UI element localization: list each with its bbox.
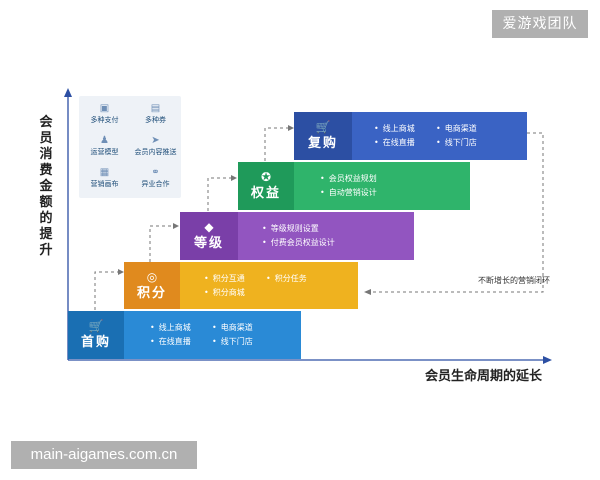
coin-icon: ◎ bbox=[146, 269, 158, 284]
step-item: 会员权益规划 bbox=[320, 172, 382, 186]
step-label-block: 🛒 复购 bbox=[294, 112, 352, 160]
y-axis-arrow bbox=[64, 88, 72, 97]
watermark-bottom: main-aigames.com.cn bbox=[11, 441, 197, 469]
cart-icon: 🛒 bbox=[315, 120, 331, 134]
feature-item: ▦ 营销画布 bbox=[79, 168, 130, 189]
y-axis-title: 会员消费金额的提升 bbox=[39, 115, 53, 258]
feature-item: ▤ 多种券 bbox=[130, 104, 181, 125]
step-name: 积分 bbox=[136, 285, 167, 301]
step-label-block: ◎ 积分 bbox=[124, 262, 180, 309]
step-repurchase: 🛒 复购 线上商城 电商渠道 在线直播 线下门店 bbox=[294, 112, 527, 160]
canvas-icon: ▦ bbox=[99, 167, 110, 178]
x-axis-arrow bbox=[543, 356, 552, 364]
feature-label: 运营模型 bbox=[90, 148, 119, 156]
feature-item: ▣ 多种支付 bbox=[79, 104, 130, 125]
step-first-purchase: 🛒 首购 线上商城 电商渠道 在线直播 线下门店 bbox=[68, 311, 301, 359]
step-label-block: 🛒 首购 bbox=[68, 311, 124, 359]
step-name: 权益 bbox=[250, 186, 281, 201]
step-items: 等级规则设置 付费会员权益设计 bbox=[262, 212, 335, 260]
step-name: 等级 bbox=[193, 236, 224, 251]
connector-3 bbox=[207, 177, 231, 211]
step-items: 线上商城 电商渠道 在线直播 线下门店 bbox=[150, 311, 274, 359]
step-item: 电商渠道 bbox=[436, 122, 498, 136]
link-icon: ⚭ bbox=[151, 167, 160, 178]
loop-connector bbox=[370, 132, 544, 293]
step-item: 在线直播 bbox=[150, 335, 212, 349]
step-name: 首购 bbox=[80, 335, 111, 350]
step-items: 会员权益规划 自动营销设计 bbox=[320, 162, 382, 210]
feature-label: 异业合作 bbox=[141, 180, 170, 188]
step-item: 线下门店 bbox=[212, 335, 274, 349]
step-item: 在线直播 bbox=[374, 136, 436, 150]
people-icon: ♟ bbox=[100, 135, 109, 146]
feature-label: 多种支付 bbox=[90, 116, 119, 124]
wallet-icon: ▣ bbox=[99, 103, 110, 114]
loop-label: 不断增长的营销闭环 bbox=[478, 276, 550, 285]
step-item: 积分商城 bbox=[204, 286, 266, 300]
coupon-icon: ▤ bbox=[150, 103, 161, 114]
step-level: ◆ 等级 等级规则设置 付费会员权益设计 bbox=[180, 212, 414, 260]
step-item: 积分任务 bbox=[266, 272, 328, 286]
connector-4 bbox=[264, 127, 288, 161]
feature-label: 营销画布 bbox=[90, 180, 119, 188]
step-label-block: ◆ 等级 bbox=[180, 212, 238, 260]
feature-label: 多种券 bbox=[145, 116, 166, 124]
feature-item: ♟ 运营模型 bbox=[79, 136, 130, 157]
step-item: 线上商城 bbox=[150, 321, 212, 335]
x-axis-title: 会员生命周期的延长 bbox=[424, 369, 542, 384]
feature-label: 会员内容推送 bbox=[134, 148, 177, 156]
step-name: 复购 bbox=[307, 136, 338, 151]
feature-box: ▣ 多种支付 ▤ 多种券 ♟ 运营模型 ➤ 会员内容推送 ▦ 营销画布 ⚭ 异业… bbox=[79, 96, 181, 198]
step-items: 积分互通 积分任务 积分商城 bbox=[204, 262, 328, 309]
connector-1 bbox=[94, 271, 118, 310]
badge-icon: ✪ bbox=[260, 170, 272, 184]
step-items: 线上商城 电商渠道 在线直播 线下门店 bbox=[374, 112, 498, 160]
step-item: 线上商城 bbox=[374, 122, 436, 136]
feature-item: ⚭ 异业合作 bbox=[130, 168, 181, 189]
step-benefits: ✪ 权益 会员权益规划 自动营销设计 bbox=[238, 162, 470, 210]
step-item: 电商渠道 bbox=[212, 321, 274, 335]
step-item: 付费会员权益设计 bbox=[262, 236, 335, 250]
cart-icon: 🛒 bbox=[88, 319, 104, 333]
step-item: 积分互通 bbox=[204, 272, 266, 286]
step-item: 线下门店 bbox=[436, 136, 498, 150]
connector-2 bbox=[149, 225, 173, 262]
step-points: ◎ 积分 积分互通 积分任务 积分商城 bbox=[124, 262, 358, 309]
diamond-icon: ◆ bbox=[204, 220, 214, 234]
feature-item: ➤ 会员内容推送 bbox=[130, 136, 181, 157]
step-item: 等级规则设置 bbox=[262, 222, 324, 236]
watermark-top: 爱游戏团队 bbox=[492, 10, 588, 38]
send-icon: ➤ bbox=[151, 135, 160, 146]
step-label-block: ✪ 权益 bbox=[238, 162, 294, 210]
step-item: 自动营销设计 bbox=[320, 186, 382, 200]
